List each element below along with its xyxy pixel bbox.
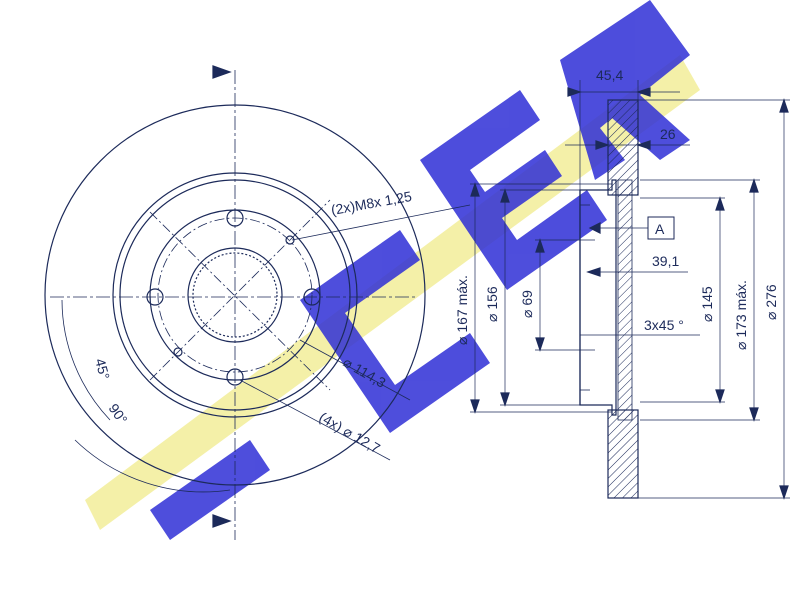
disc-front-view [44, 65, 471, 540]
thread-label: (2x)M8x 1,25 [330, 188, 413, 218]
angle90-label: 90° [106, 401, 131, 428]
d69-label: ⌀ 69 [519, 290, 535, 318]
center-bore-inner [192, 252, 278, 338]
arrow-45-right [636, 87, 651, 97]
arrow-167-bottom [470, 399, 480, 414]
friction-ring-lower [607, 409, 639, 499]
width-disc-label: 26 [660, 126, 676, 142]
width-total-label: 45,4 [596, 67, 623, 83]
watermark-letter-c [300, 230, 490, 433]
arrow-276-bottom [779, 485, 789, 500]
d145-label: ⌀ 145 [699, 286, 715, 322]
thread-leader [291, 204, 471, 241]
arrow-145-top [715, 196, 725, 211]
arrow-145-bottom [715, 389, 725, 404]
vent-vanes [617, 179, 633, 421]
diagonal-axis-1 [149, 199, 331, 381]
angle90-arc [74, 439, 231, 493]
angle45-label: 45° [92, 357, 113, 382]
arrow-45-left [567, 87, 582, 97]
arrow-276-top [779, 98, 789, 113]
thread-hole-lower [173, 347, 183, 357]
datum-arrow [588, 222, 601, 234]
arrow-26-left [595, 140, 610, 150]
arrow-156-bottom [500, 392, 510, 407]
arrow-69-top [535, 238, 545, 253]
friction-ring-upper [607, 99, 639, 196]
icer-watermark [85, 0, 700, 540]
chamfer-label: 3x45 ° [644, 317, 684, 333]
holes-label: (4x) ⌀ 12,7 [317, 409, 384, 457]
arrow-26-right [636, 140, 651, 150]
datum-label: A [655, 221, 665, 237]
arrow-391 [586, 267, 601, 277]
diagonal-axis-2 [149, 211, 331, 391]
arrow-173-top [749, 178, 759, 193]
axis-arrow-top [212, 65, 232, 79]
depth-label: 39,1 [652, 253, 679, 269]
arrow-167-top [470, 182, 480, 197]
watermark-letter-i [150, 440, 270, 540]
arrow-69-bottom [535, 337, 545, 352]
watermark-letter-r [560, 0, 690, 180]
d276-label: ⌀ 276 [763, 284, 779, 320]
arrow-173-bottom [749, 407, 759, 422]
angle45-arc [61, 299, 111, 421]
holes-leader [239, 379, 391, 461]
arrow-156-top [500, 188, 510, 203]
pcd-leader [299, 339, 411, 401]
d167-label: ⌀ 167 máx. [454, 275, 470, 345]
axis-arrow-bottom [212, 514, 232, 528]
d173-label: ⌀ 173 máx. [733, 280, 749, 350]
d156-label: ⌀ 156 [484, 286, 500, 322]
disc-side-view [470, 80, 790, 500]
